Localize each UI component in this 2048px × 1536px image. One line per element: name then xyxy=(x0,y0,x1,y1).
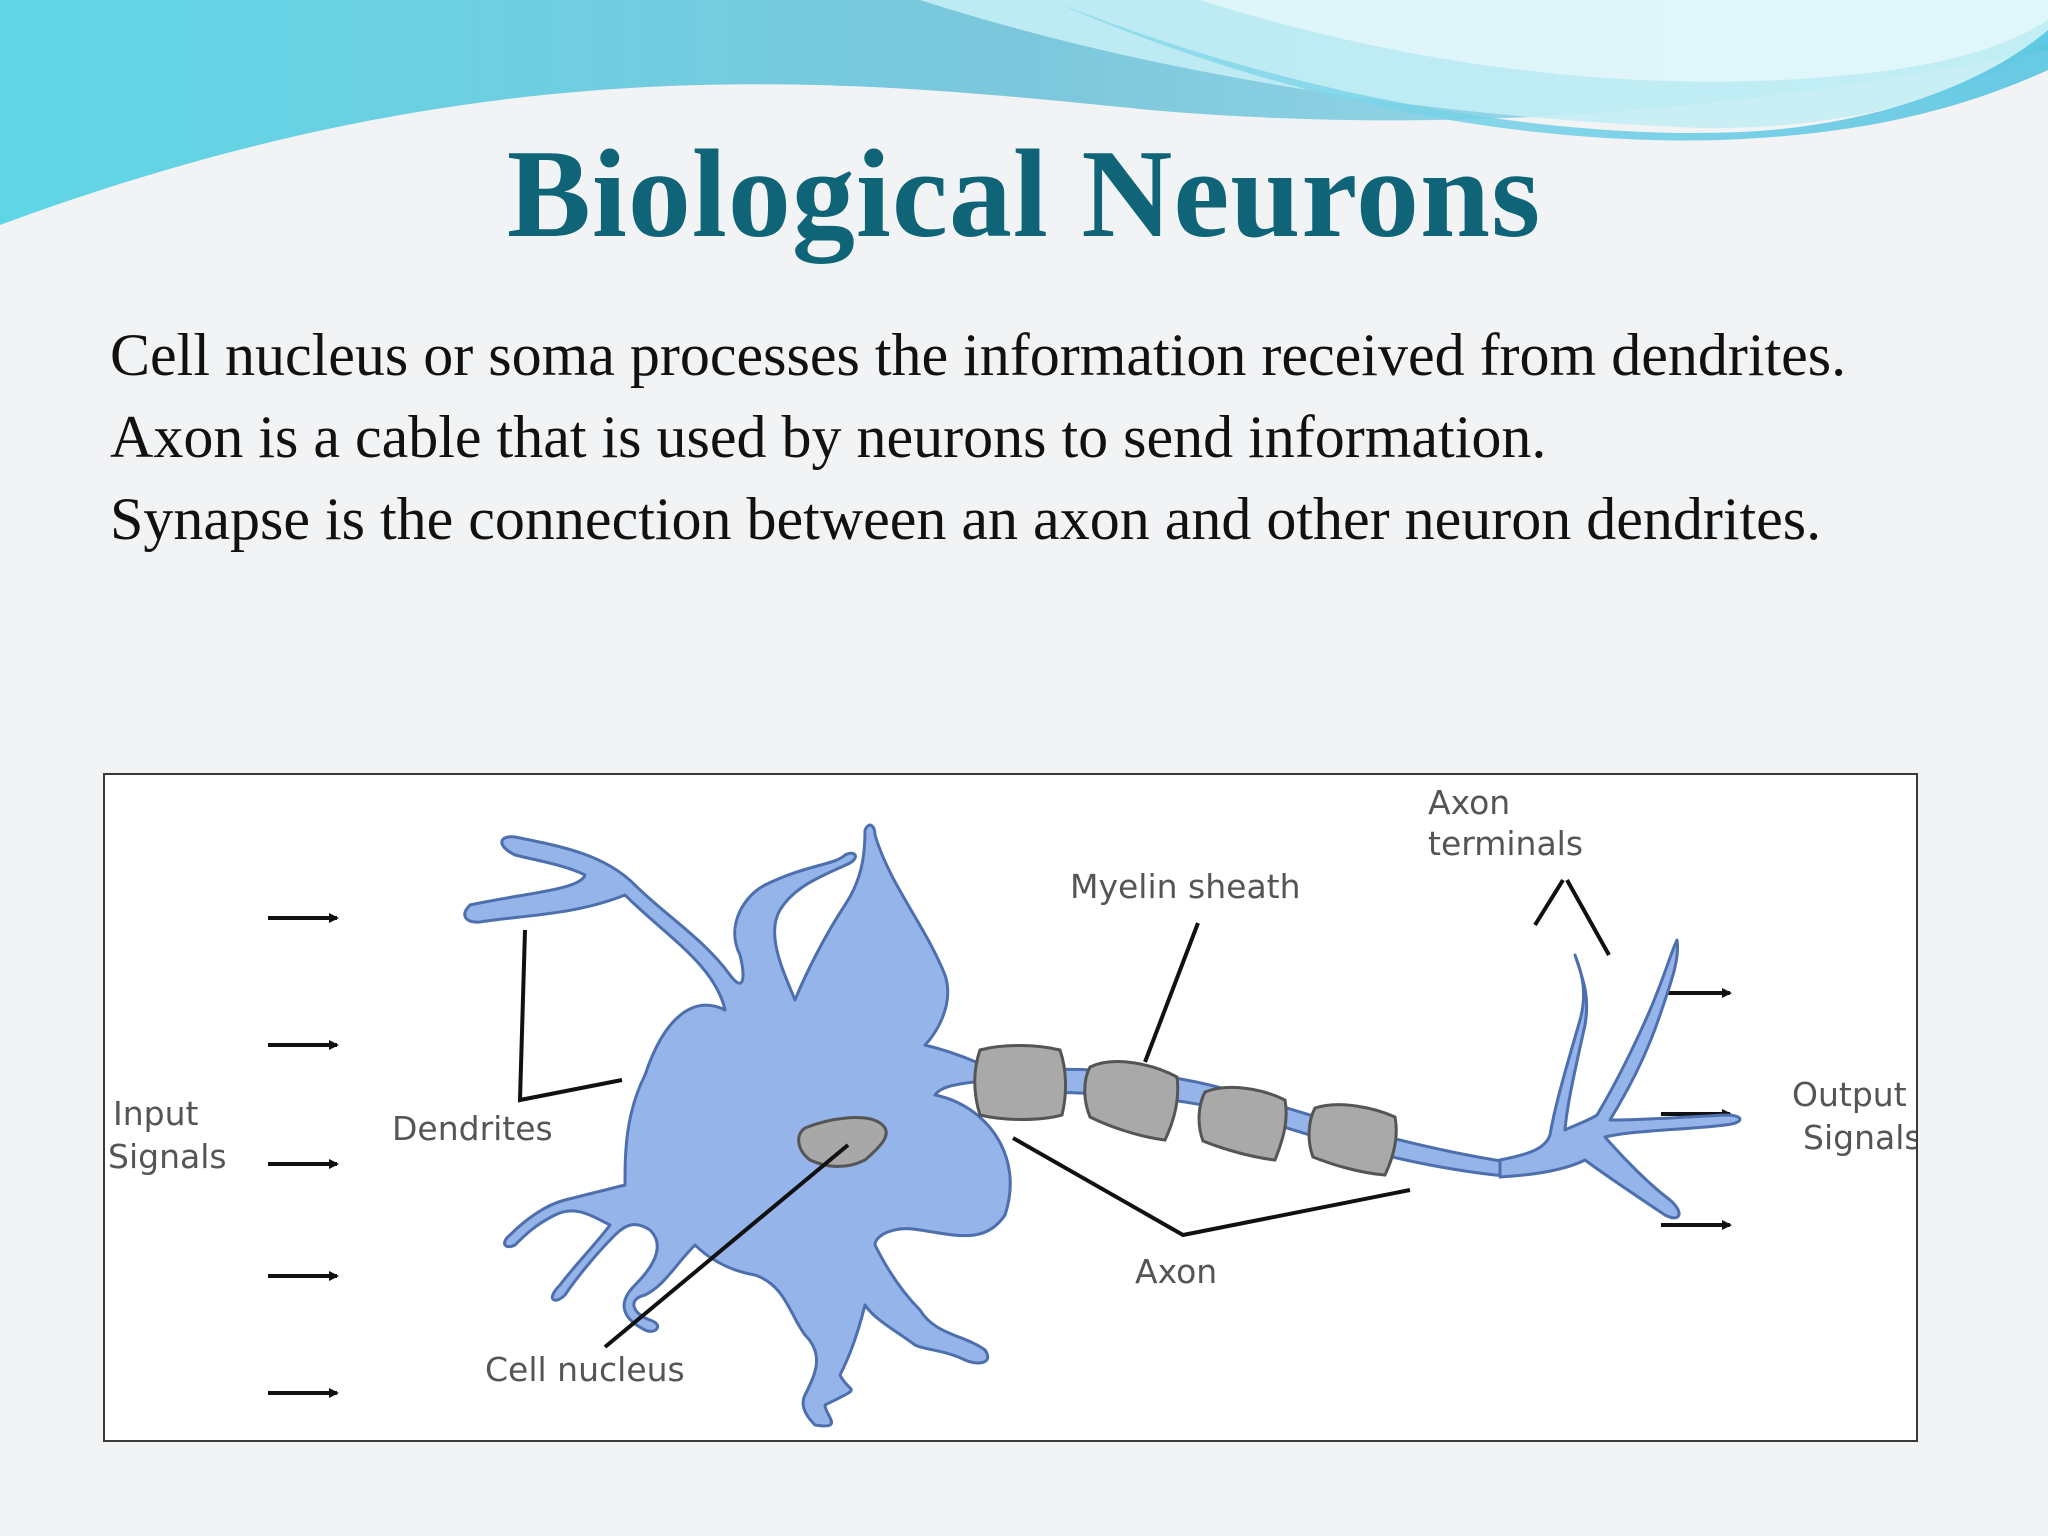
axon-pointer-line xyxy=(1012,1136,1411,1238)
output-signals-label-line1: Output xyxy=(1792,1075,1907,1114)
myelin-pointer-line xyxy=(1143,922,1200,1063)
label-pointer-lines xyxy=(517,878,1611,1349)
axon-terminal-pointer-line xyxy=(1565,879,1611,956)
nucleus-shape xyxy=(797,1116,888,1168)
axon-label: Axon xyxy=(1135,1252,1217,1291)
output-arrows xyxy=(1661,988,1732,1230)
neuron-soma-shape xyxy=(463,823,1012,1428)
dendrites-pointer-line xyxy=(517,929,623,1103)
slide-title: Biological Neurons xyxy=(506,125,1542,264)
body-text: Cell nucleus or soma processes the infor… xyxy=(110,314,1938,560)
cell-nucleus-label: Cell nucleus xyxy=(485,1350,685,1389)
neuron-cell xyxy=(463,823,1146,1428)
myelin-sheath-segments xyxy=(973,1044,1398,1177)
dendrites-label: Dendrites xyxy=(392,1109,553,1148)
axon-terminals-label-line1: Axon xyxy=(1428,783,1510,822)
myelin-segment-shape xyxy=(1197,1085,1288,1162)
input-arrows xyxy=(268,913,339,1398)
paragraph-axon: Axon is a cable that is used by neurons … xyxy=(110,404,1547,470)
paragraph-soma: Cell nucleus or soma processes the infor… xyxy=(110,322,1847,388)
neuron-diagram: Input Signals Dendrites Cell nucleus Mye… xyxy=(103,773,1918,1442)
myelin-segment-shape xyxy=(973,1044,1068,1121)
input-signals-label-line2: Signals xyxy=(108,1137,227,1176)
myelin-segment-shape xyxy=(1307,1103,1398,1177)
nucleus-pointer-line xyxy=(603,1143,850,1349)
axon-terminals-shape xyxy=(1498,938,1742,1220)
header-wave-decoration xyxy=(0,0,2048,225)
paragraph-synapse: Synapse is the connection between an axo… xyxy=(110,486,1822,552)
axon-terminal-pointer-line xyxy=(1533,878,1565,927)
myelin-sheath-label: Myelin sheath xyxy=(1070,867,1301,906)
myelin-segment-shape xyxy=(1083,1060,1180,1142)
output-signals-label-line2: Signals xyxy=(1803,1118,1916,1157)
input-signals-label-line1: Input xyxy=(113,1094,199,1133)
axon-terminals-label-line2: terminals xyxy=(1428,824,1583,863)
